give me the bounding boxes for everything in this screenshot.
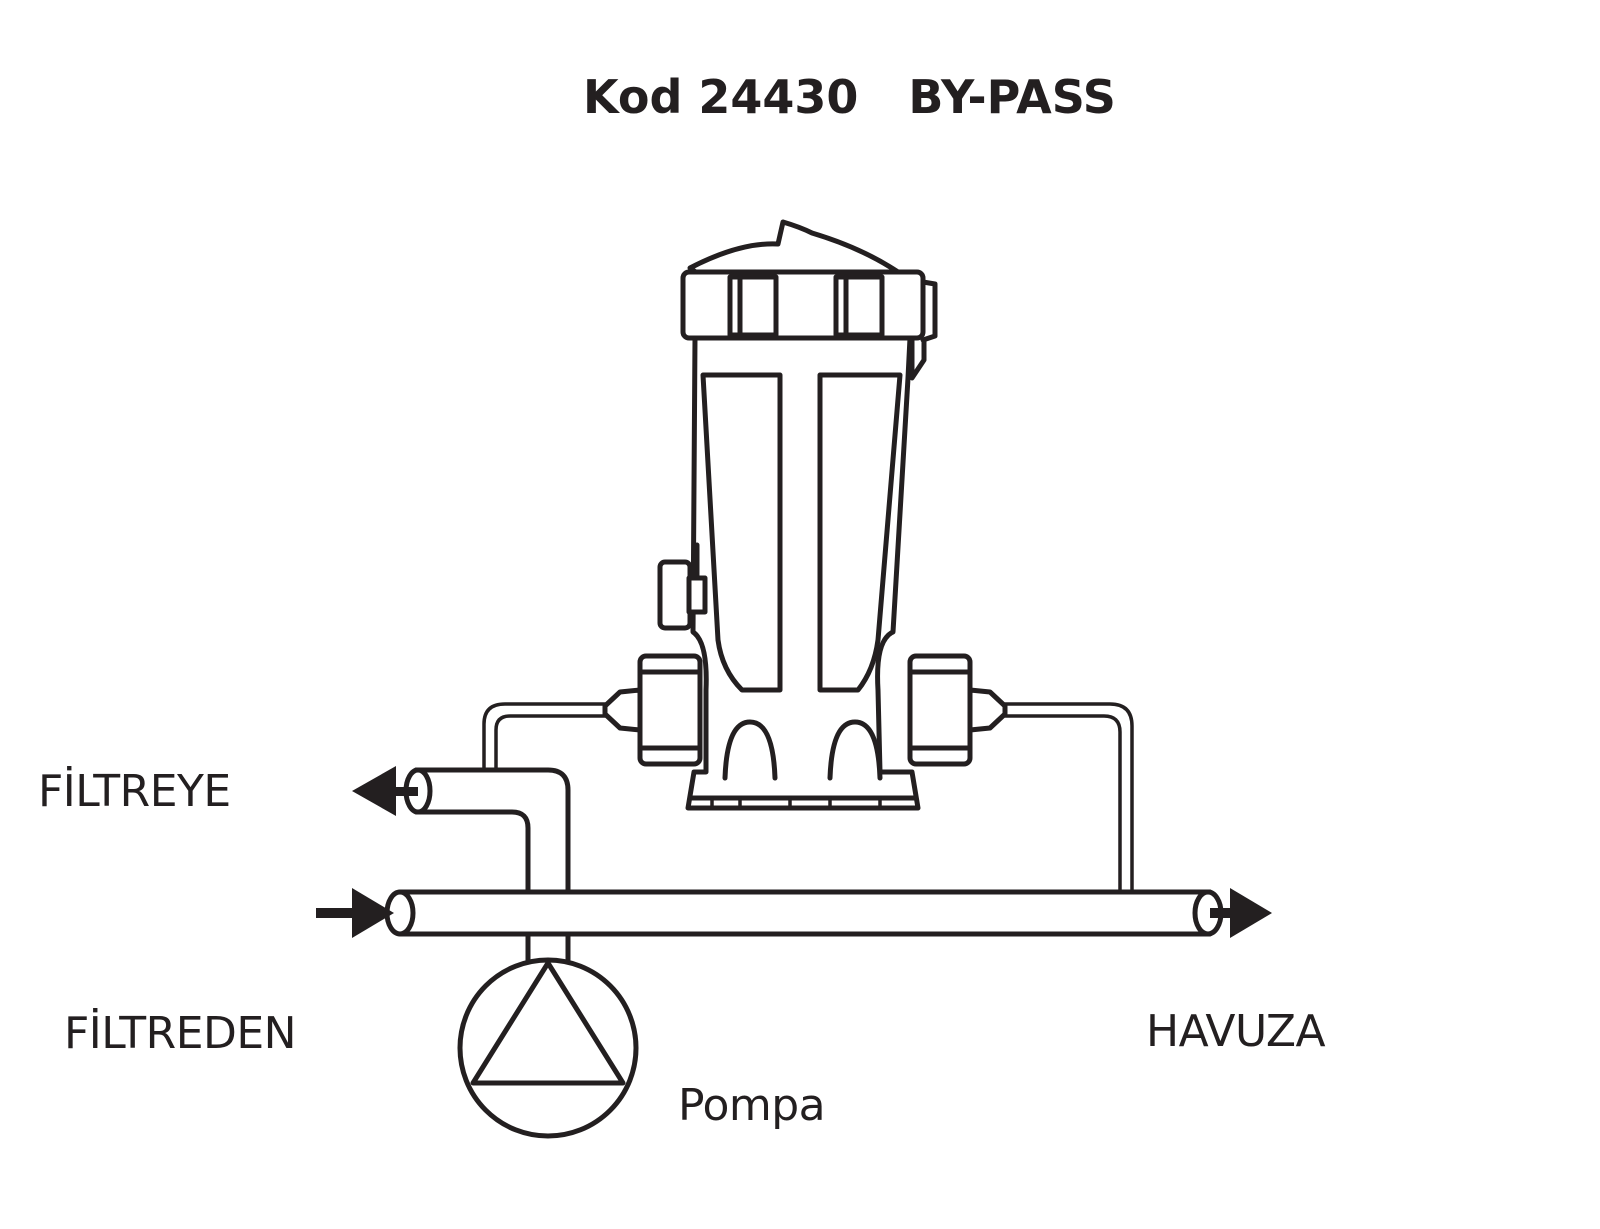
arrow-from-filter — [316, 888, 394, 938]
feed-tube-right — [1003, 702, 1134, 894]
diagram-title: Kod 24430 BY-PASS — [583, 70, 1116, 124]
feed-tube-left — [482, 702, 607, 772]
arrow-to-pool — [1210, 888, 1272, 938]
title-name: BY-PASS — [908, 70, 1116, 124]
main-pipe — [384, 889, 1224, 937]
label-to-filter: FİLTREYE — [38, 766, 231, 817]
feeder-lid-dome — [687, 219, 901, 278]
feeder-window-right — [817, 372, 903, 693]
flow-adjust-knob — [657, 542, 708, 631]
outlet-valve-right — [907, 653, 1008, 767]
label-to-pool: HAVUZA — [1146, 1006, 1326, 1057]
feeder-lid-ring — [680, 269, 926, 341]
inlet-valve-left — [602, 653, 703, 767]
title-code: Kod 24430 — [583, 70, 859, 124]
pump-connection — [525, 931, 571, 965]
label-pump: Pompa — [678, 1080, 826, 1131]
label-from-filter: FİLTREDEN — [64, 1008, 297, 1059]
chlorinator-feeder — [602, 219, 1008, 811]
lid-grip-right — [833, 274, 885, 338]
skirt-arch-left — [722, 719, 778, 781]
skirt-arch-right — [827, 719, 883, 781]
arrow-to-filter — [352, 766, 418, 816]
pipe-to-filter — [403, 767, 571, 895]
lid-grip-left — [727, 274, 779, 338]
feeder-window-left — [700, 372, 783, 693]
pump-symbol — [457, 957, 639, 1139]
